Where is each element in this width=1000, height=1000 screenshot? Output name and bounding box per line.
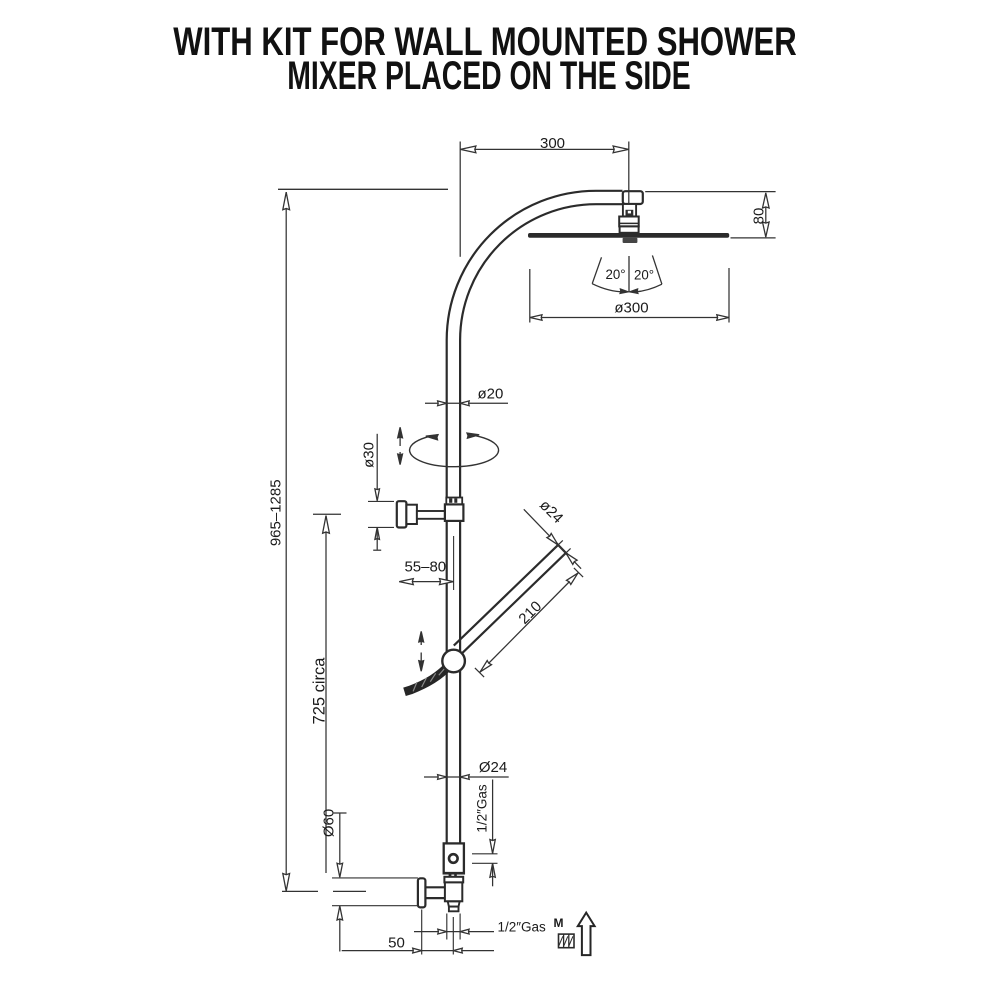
svg-text:1/2″Gas: 1/2″Gas [498, 920, 547, 935]
svg-text:ø30: ø30 [361, 442, 378, 468]
svg-text:20°: 20° [605, 267, 625, 282]
svg-text:M: M [554, 916, 564, 930]
svg-text:725 circa: 725 circa [311, 657, 329, 725]
svg-text:210: 210 [515, 598, 545, 628]
svg-text:55–80: 55–80 [404, 559, 446, 576]
svg-text:300: 300 [540, 135, 565, 152]
svg-text:1/2″Gas: 1/2″Gas [475, 784, 490, 833]
svg-text:Ø60: Ø60 [321, 809, 338, 837]
svg-text:Ø24: Ø24 [479, 759, 507, 776]
svg-text:ø20: ø20 [477, 385, 503, 402]
svg-text:ø24: ø24 [536, 497, 566, 527]
svg-text:80: 80 [751, 208, 768, 225]
svg-text:20°: 20° [634, 267, 654, 282]
svg-text:ø300: ø300 [614, 300, 648, 317]
svg-text:965–1285: 965–1285 [268, 479, 285, 546]
svg-text:50: 50 [388, 935, 405, 952]
